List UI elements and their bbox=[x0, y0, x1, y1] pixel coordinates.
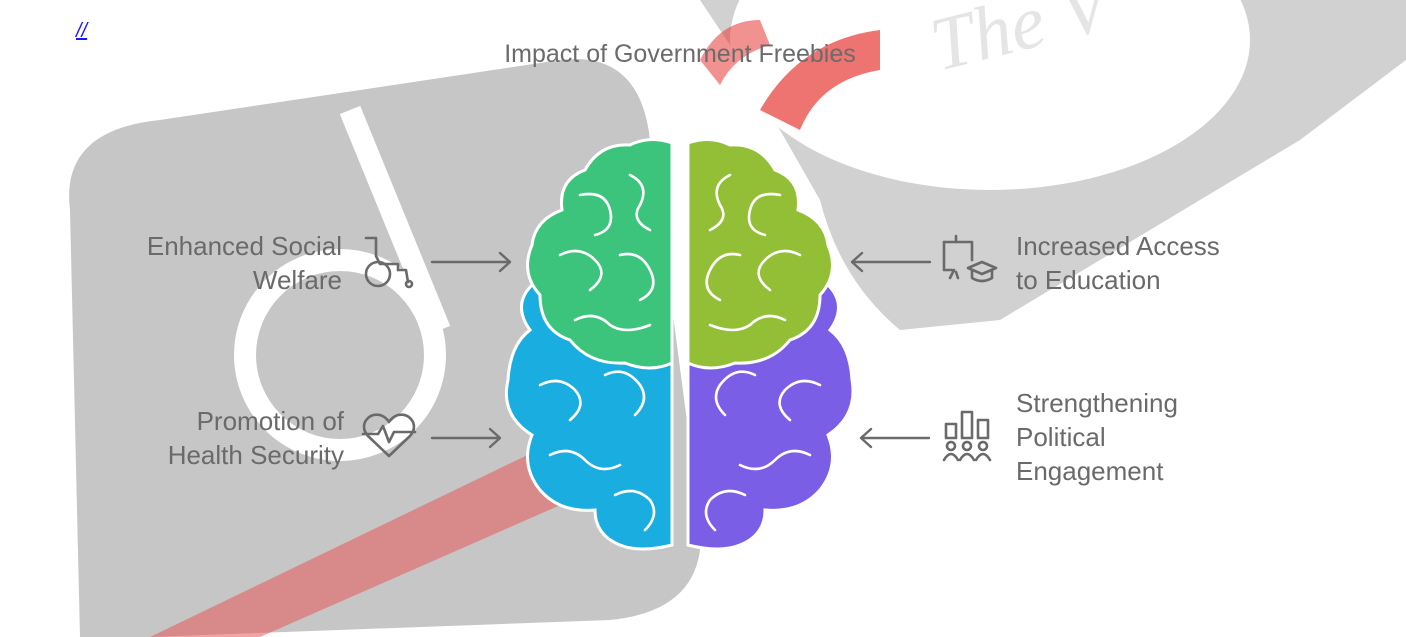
brain-right-top-lobe bbox=[686, 138, 834, 370]
label-social-welfare-line2: Welfare bbox=[252, 265, 342, 295]
arrow-health-security bbox=[430, 427, 502, 449]
label-health-security: Promotion of Health Security bbox=[100, 404, 344, 472]
label-political-line2: Political bbox=[1016, 422, 1106, 452]
label-education: Increased Access to Education bbox=[1016, 229, 1316, 297]
label-education-line2: to Education bbox=[1016, 265, 1161, 295]
arrow-education bbox=[850, 251, 932, 273]
graduation-icon bbox=[942, 234, 998, 283]
arrow-social-welfare bbox=[430, 251, 512, 273]
label-education-line1: Increased Access bbox=[1016, 231, 1220, 261]
label-social-welfare-line1: Enhanced Social bbox=[146, 231, 342, 261]
brain-diagram bbox=[504, 138, 855, 551]
heartbeat-icon bbox=[361, 413, 417, 458]
label-political-line3: Engagement bbox=[1016, 456, 1164, 486]
wheelchair-icon bbox=[364, 236, 414, 289]
label-social-welfare: Enhanced Social Welfare bbox=[100, 229, 342, 297]
arrow-political bbox=[859, 427, 931, 449]
label-political-line1: Strengthening bbox=[1016, 388, 1178, 418]
voting-chart-icon bbox=[942, 410, 992, 462]
label-health-security-line1: Promotion of bbox=[196, 406, 344, 436]
brain-left-top-lobe bbox=[526, 138, 674, 370]
top-link[interactable]: // bbox=[76, 20, 88, 42]
diagram-title: Impact of Government Freebies bbox=[504, 40, 856, 68]
label-health-security-line2: Health Security bbox=[167, 440, 344, 470]
label-political: Strengthening Political Engagement bbox=[1016, 386, 1316, 488]
